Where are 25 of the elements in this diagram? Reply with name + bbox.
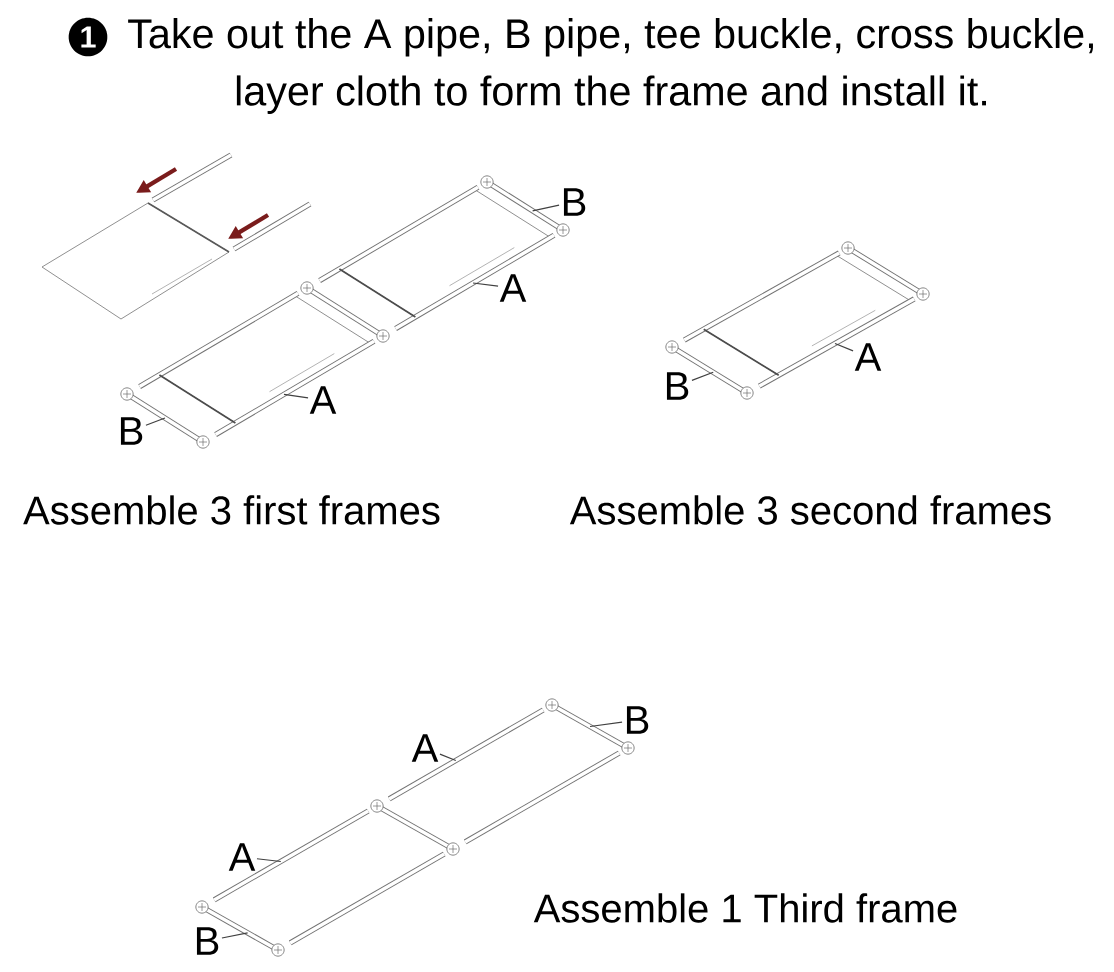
leader-line [145,417,166,426]
leader-line [834,342,854,352]
callout-letter: B [666,372,689,400]
callout-letter: A [228,843,256,871]
leader-line [283,393,309,399]
caption: Assemble 3 second frames [569,495,1051,525]
caption: Assemble 1 Third frame [533,893,957,923]
leader-line [221,932,249,939]
callout-letter: A [411,734,439,762]
leader-line [691,371,714,381]
callout-letter: B [563,188,586,216]
leader-line [472,282,499,287]
leader-line [256,858,282,863]
callout-letter: B [196,927,219,955]
leader-line [532,204,560,212]
callout-letter: B [120,417,143,445]
leader-line [589,721,623,728]
caption: Assemble 3 first frames [23,495,440,525]
step-number: 1 [68,17,108,57]
leader-line [439,753,457,762]
instruction-text: Take out the A pipe, B pipe, tee buckle, cross buckle, layer cloth to form the frame and install it. [128,18,1093,114]
callout-letter: A [499,274,527,302]
callout-letter: B [626,706,649,734]
callout-letter: A [309,386,337,414]
callout-letter: A [854,343,882,371]
